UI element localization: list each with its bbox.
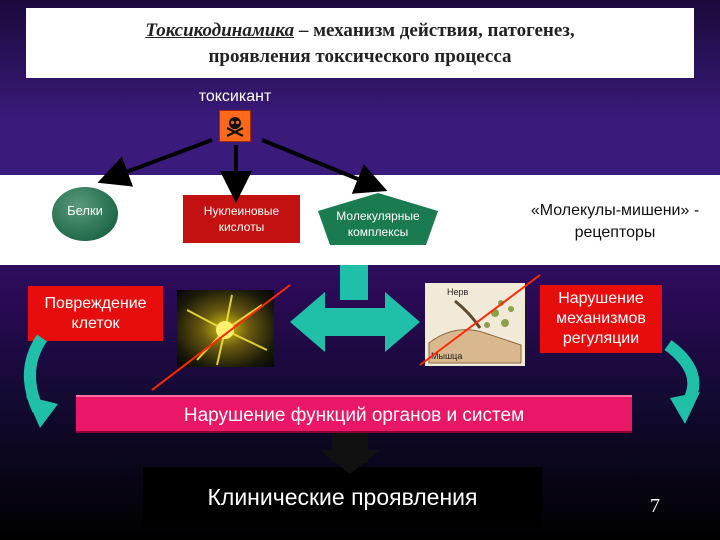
cross-out-line-nerve	[419, 274, 541, 366]
skull-crossbones-icon	[219, 110, 251, 142]
proteins-ellipse: Белки	[52, 187, 118, 241]
nucleic-acids-line-1: Нуклеиновые	[203, 204, 280, 218]
regulation-disorder-box: Нарушение механизмов регуляции	[540, 285, 662, 353]
target-molecules-text: «Молекулы-мишени» - рецепторы	[500, 200, 720, 244]
target-molecules-line-1: «Молекулы-мишени» -	[530, 202, 700, 219]
title-box: Токсикодинамика – механизм действия, пат…	[26, 8, 694, 78]
title-line-1: Токсикодинамика – механизм действия, пат…	[26, 18, 694, 44]
right-curved-arrow	[664, 340, 700, 424]
molecular-complexes-pentagon: Молекулярные комплексы	[318, 193, 438, 245]
molecular-complexes-label: Молекулярные комплексы	[318, 208, 438, 240]
cell-damage-line-1: Повреждение	[44, 294, 147, 312]
nucleic-acids-line-2: кислоты	[218, 220, 265, 234]
nerve-muscle-image: Нерв Мышца	[425, 283, 525, 366]
toxicant-label: токсикант	[198, 88, 272, 105]
title-term: Токсикодинамика	[145, 20, 295, 41]
molecular-line-2: комплексы	[347, 225, 409, 239]
organ-dysfunction-bar: Нарушение функций органов и систем	[76, 395, 632, 433]
cross-out-line-neuron	[151, 284, 291, 391]
molecular-line-1: Молекулярные	[336, 209, 420, 223]
nucleic-acids-box: Нуклеиновые кислоты	[183, 195, 300, 243]
cell-damage-line-2: клеток	[71, 314, 120, 332]
muscle-label: Мышца	[431, 351, 463, 361]
cell-damage-box: Повреждение клеток	[28, 286, 163, 341]
clinical-manifestations-box: Клинические проявления	[143, 467, 542, 527]
toxicant-arrows	[97, 138, 388, 203]
target-molecules-line-2: рецепторы	[574, 224, 656, 241]
down-arrow-to-clinical	[320, 433, 380, 474]
page-number: 7	[650, 495, 660, 517]
regulation-line-3: регуляции	[562, 330, 640, 347]
teal-double-arrow	[290, 265, 420, 352]
regulation-line-2: механизмов	[556, 310, 646, 327]
left-curved-arrow	[23, 334, 58, 428]
neuron-image	[177, 290, 274, 367]
title-line-2: проявления токсического процесса	[208, 46, 512, 67]
nerve-label: Нерв	[447, 287, 469, 297]
regulation-line-1: Нарушение	[558, 290, 644, 307]
title-rest: – механизм действия, патогенез,	[294, 20, 575, 41]
